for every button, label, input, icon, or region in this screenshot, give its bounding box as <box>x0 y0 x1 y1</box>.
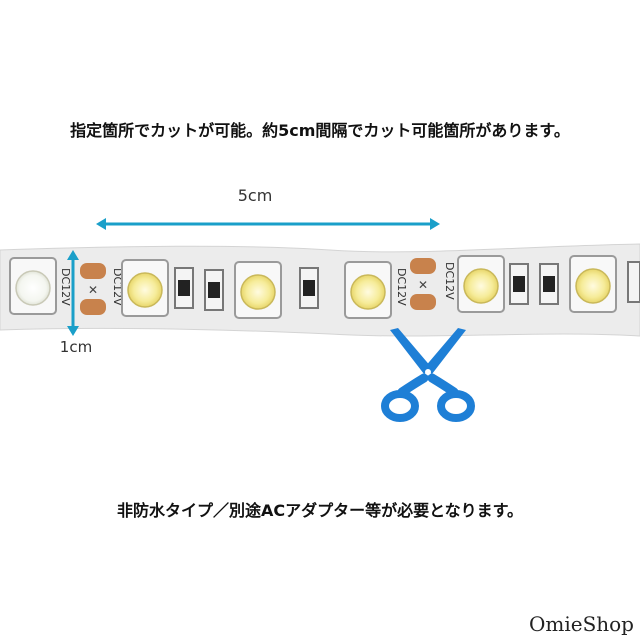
watermark: OmieShop <box>528 612 634 636</box>
scissors-icon <box>381 328 475 422</box>
bottom-caption: 非防水タイプ／別途ACアダプター等が必要となります。 <box>116 501 524 520</box>
resistor <box>174 267 194 309</box>
led-chip <box>569 255 617 313</box>
voltage-label: DC12V <box>59 268 72 306</box>
led-chip <box>9 257 57 315</box>
resistor <box>299 267 319 309</box>
led-chip <box>234 261 282 319</box>
top-caption: 指定箇所でカットが可能。約5cm間隔でカット可能箇所があります。 <box>70 121 570 140</box>
svg-text:DC12V: DC12V <box>443 262 456 300</box>
strip-width-label: 1cm <box>59 338 93 356</box>
resistor <box>539 263 559 305</box>
resistor <box>509 263 529 305</box>
cut-pads: ✕ <box>410 258 436 310</box>
led-chip <box>457 255 505 313</box>
led-chip <box>121 259 169 317</box>
svg-text:✕: ✕ <box>418 278 428 292</box>
segment-length-arrow <box>96 218 440 230</box>
segment-length-label: 5cm <box>237 186 273 205</box>
resistor <box>204 269 224 311</box>
cut-pads: ✕ <box>80 263 106 315</box>
led-chip <box>344 261 392 319</box>
svg-text:DC12V: DC12V <box>111 268 124 306</box>
svg-text:DC12V: DC12V <box>395 268 408 306</box>
svg-text:✕: ✕ <box>88 283 98 297</box>
strip-width-arrow <box>67 250 79 336</box>
